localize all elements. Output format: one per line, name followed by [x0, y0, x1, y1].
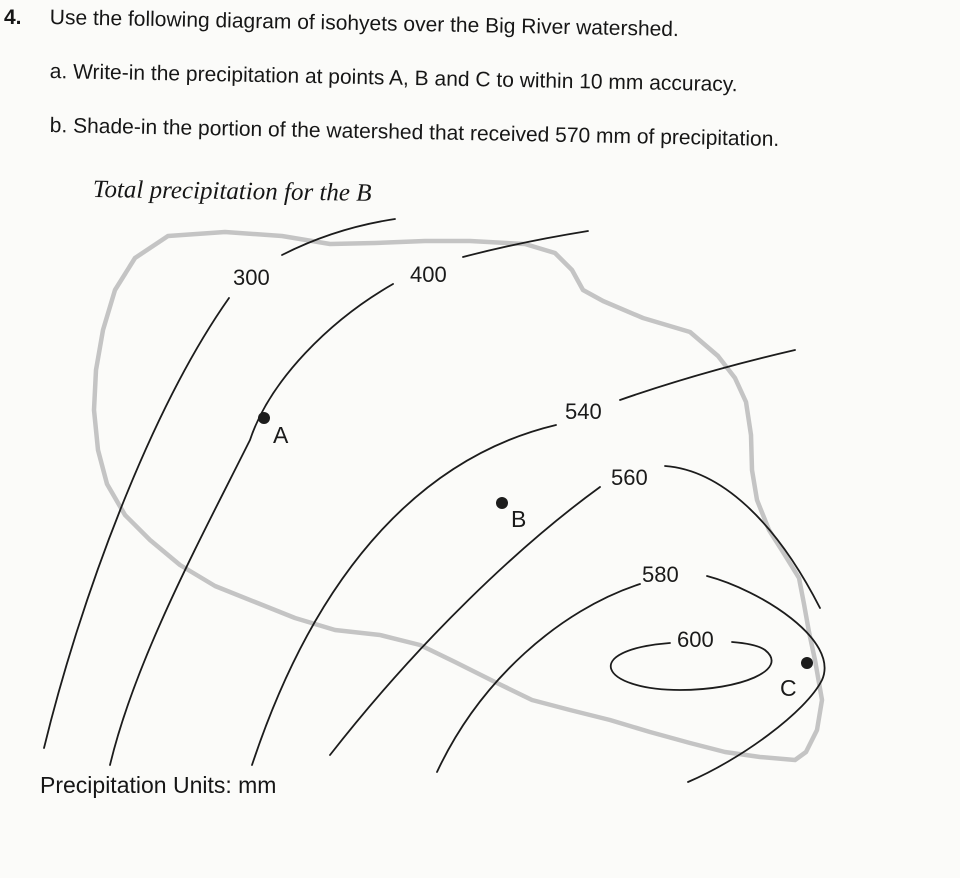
point-b-label: B [511, 506, 526, 532]
isohyet-400-upper [462, 230, 589, 258]
isohyet-580-lower [436, 583, 641, 773]
isohyet-580-right [687, 575, 826, 783]
isohyet-label-600: 600 [677, 627, 714, 652]
watershed-boundary [91, 229, 825, 763]
point-a-label: A [273, 422, 289, 448]
isohyet-560-lower [329, 486, 601, 756]
isohyet-300-upper [281, 218, 396, 256]
isohyet-label-580: 580 [642, 562, 679, 587]
isohyet-540-right [619, 349, 796, 401]
isohyet-400-lower [109, 283, 394, 766]
point-c-marker [801, 657, 813, 669]
isohyet-540-lower [251, 424, 557, 766]
isohyet-300-lower [43, 297, 230, 749]
question-number: 4. [4, 6, 22, 29]
point-c-label: C [780, 675, 797, 701]
point-b-marker [496, 497, 508, 509]
isohyet-label-560: 560 [611, 465, 648, 490]
isohyet-label-400: 400 [410, 262, 447, 287]
isohyet-label-540: 540 [565, 399, 602, 424]
isohyet-label-300: 300 [233, 265, 270, 290]
point-a-marker [258, 412, 270, 424]
isohyet-560-right [664, 465, 821, 609]
precipitation-units-label: Precipitation Units: mm [40, 772, 277, 798]
isohyet-600-left [609, 641, 773, 691]
